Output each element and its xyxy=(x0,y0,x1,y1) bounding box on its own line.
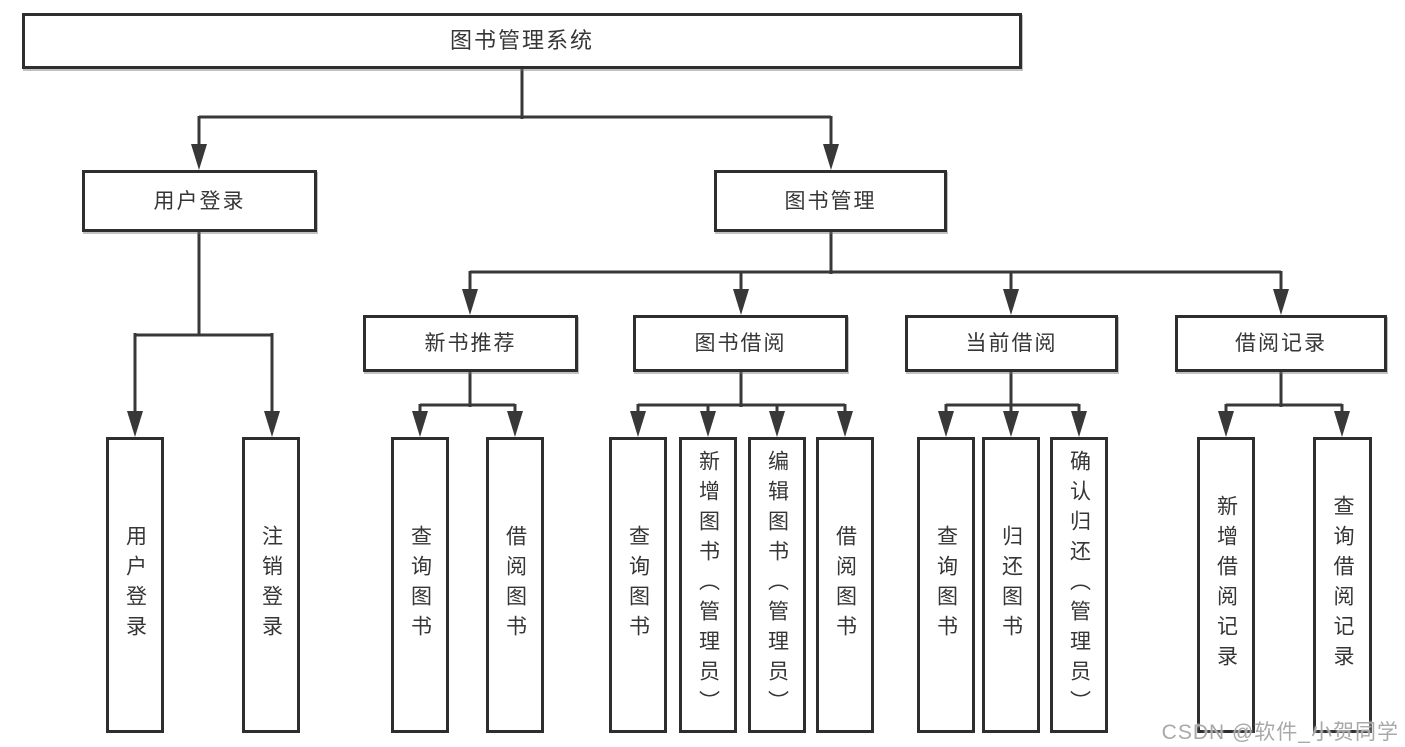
node-book-mgmt-label: 图书管理 xyxy=(784,189,877,213)
node-book-borrow: 图书借阅 xyxy=(633,315,848,372)
node-new-book-rec: 新书推荐 xyxy=(363,315,578,372)
node-borrow-record-label: 借阅记录 xyxy=(1235,332,1327,355)
leaf-add-book-admin: 新增图书（管理员） xyxy=(679,437,737,733)
leaf-logout: 注销登录 xyxy=(242,437,300,733)
leaf-return-books-label: 归还图书 xyxy=(999,525,1023,645)
leaf-add-book-admin-label: 新增图书（管理员） xyxy=(696,450,720,720)
leaf-add-borrow-record-label: 新增借阅记录 xyxy=(1214,495,1238,675)
node-root: 图书管理系统 xyxy=(22,13,1022,69)
leaf-confirm-return-admin: 确认归还（管理员） xyxy=(1050,437,1108,733)
leaf-query-books-2-label: 查询图书 xyxy=(626,525,650,645)
leaf-query-books-3: 查询图书 xyxy=(917,437,975,733)
node-root-label: 图书管理系统 xyxy=(449,28,594,53)
leaf-borrow-books-1-label: 借阅图书 xyxy=(503,525,527,645)
node-current-borrow: 当前借阅 xyxy=(905,315,1118,372)
leaf-edit-book-admin: 编辑图书（管理员） xyxy=(748,437,806,733)
leaf-confirm-return-admin-label: 确认归还（管理员） xyxy=(1067,450,1091,720)
leaf-borrow-books-1: 借阅图书 xyxy=(486,437,544,733)
leaf-return-books: 归还图书 xyxy=(982,437,1040,733)
leaf-query-books-2: 查询图书 xyxy=(609,437,667,733)
leaf-query-books-1-label: 查询图书 xyxy=(408,525,432,645)
leaf-edit-book-admin-label: 编辑图书（管理员） xyxy=(765,450,789,720)
csdn-watermark: CSDN @软件_小贺同学 xyxy=(1161,721,1399,744)
leaf-query-books-3-label: 查询图书 xyxy=(934,525,958,645)
node-book-mgmt: 图书管理 xyxy=(714,170,947,232)
node-borrow-record: 借阅记录 xyxy=(1175,315,1387,372)
node-book-borrow-label: 图书借阅 xyxy=(694,332,787,355)
node-new-book-rec-label: 新书推荐 xyxy=(424,332,517,355)
leaf-query-books-1: 查询图书 xyxy=(391,437,449,733)
leaf-add-borrow-record: 新增借阅记录 xyxy=(1197,437,1255,733)
leaf-user-login: 用户登录 xyxy=(106,437,164,733)
node-user-login-label: 用户登录 xyxy=(153,189,246,213)
leaf-logout-label: 注销登录 xyxy=(259,525,283,645)
leaf-query-borrow-record-label: 查询借阅记录 xyxy=(1331,495,1354,675)
node-current-borrow-label: 当前借阅 xyxy=(965,332,1058,355)
node-user-login: 用户登录 xyxy=(82,170,317,232)
leaf-user-login-label: 用户登录 xyxy=(123,525,147,645)
leaf-query-borrow-record: 查询借阅记录 xyxy=(1313,437,1372,733)
leaf-borrow-books-2: 借阅图书 xyxy=(816,437,874,733)
leaf-borrow-books-2-label: 借阅图书 xyxy=(833,525,857,645)
